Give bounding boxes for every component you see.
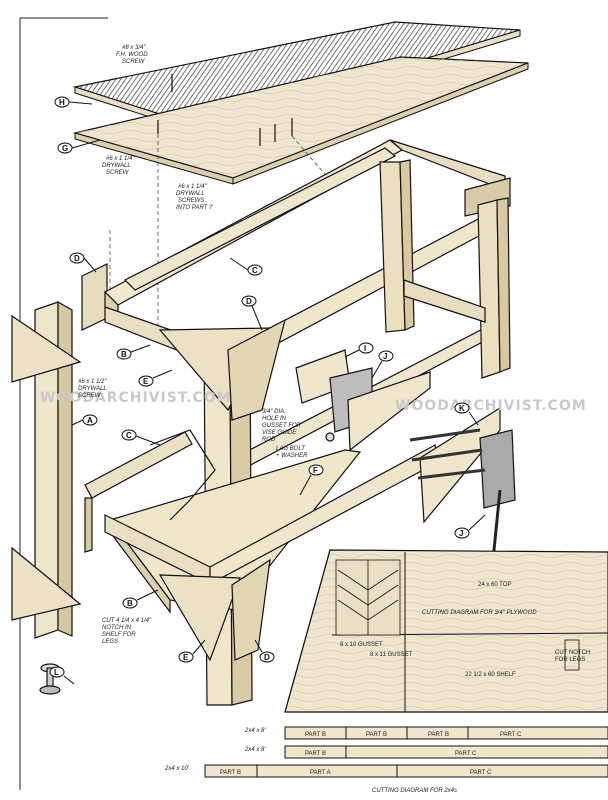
annotations: #8 x 3/4" F.H. WOOD SCREW #6 x 1 1/4" DR… bbox=[78, 45, 308, 645]
svg-text:D: D bbox=[74, 254, 80, 263]
board1-part-1: PART B bbox=[305, 732, 326, 738]
callout-c1: C bbox=[229, 257, 263, 276]
svg-text:24 x 60 TOP: 24 x 60 TOP bbox=[478, 582, 511, 588]
svg-text:SCREWS: SCREWS bbox=[178, 198, 204, 204]
svg-text:D: D bbox=[246, 297, 252, 306]
svg-text:8 x 10 GUSSET: 8 x 10 GUSSET bbox=[340, 642, 383, 648]
callout-d1: D bbox=[69, 252, 97, 273]
svg-text:INTO PART 'I': INTO PART 'I' bbox=[176, 205, 214, 211]
svg-text:ROD: ROD bbox=[262, 437, 276, 443]
svg-text:B: B bbox=[127, 599, 133, 608]
svg-text:C: C bbox=[126, 431, 132, 440]
svg-text:J: J bbox=[459, 529, 463, 538]
svg-text:A: A bbox=[87, 416, 93, 425]
callout-h: H bbox=[54, 96, 93, 108]
svg-text:VISE GUIDE: VISE GUIDE bbox=[262, 430, 297, 436]
callout-f: F bbox=[299, 464, 324, 496]
board1-part-4: PART C bbox=[500, 732, 522, 738]
lower-rails bbox=[84, 431, 439, 662]
exploded-leg bbox=[11, 300, 82, 639]
svg-text:FOR LEGS: FOR LEGS bbox=[555, 657, 585, 663]
svg-text:LAG BOLT: LAG BOLT bbox=[276, 446, 306, 452]
svg-text:DRYWALL: DRYWALL bbox=[102, 163, 131, 169]
watermark-left: WOODARCHIVIST.COM bbox=[40, 390, 232, 406]
svg-text:F: F bbox=[313, 466, 318, 475]
svg-text:#6 x 1 1/4": #6 x 1 1/4" bbox=[106, 156, 135, 162]
svg-text:2x4 x 8': 2x4 x 8' bbox=[244, 747, 266, 753]
plywood-cutting-diagram bbox=[284, 549, 608, 713]
callout-e1: E bbox=[138, 369, 173, 387]
svg-text:DRYWALL: DRYWALL bbox=[78, 386, 107, 392]
svg-text:CUTTING DIAGRAM FOR 3/4" PLYWO: CUTTING DIAGRAM FOR 3/4" PLYWOOD bbox=[422, 610, 537, 616]
svg-text:SCREW: SCREW bbox=[78, 393, 102, 399]
callout-e2: E bbox=[178, 639, 206, 663]
svg-text:D: D bbox=[264, 653, 270, 662]
svg-text:SHELF FOR: SHELF FOR bbox=[102, 632, 136, 638]
svg-text:CUT 4 1/4 x 4 1/4": CUT 4 1/4 x 4 1/4" bbox=[102, 618, 152, 624]
board3-part-3: PART C bbox=[470, 770, 492, 776]
board1-part-3: PART B bbox=[428, 732, 449, 738]
board1-part-2: PART B bbox=[366, 732, 387, 738]
callout-b1: B bbox=[116, 344, 151, 360]
svg-text:#6 x 1 1/2": #6 x 1 1/2" bbox=[78, 379, 107, 385]
watermark-right: WOODARCHIVIST.COM bbox=[395, 398, 587, 414]
callout-a: A bbox=[71, 414, 98, 426]
board3-part-1: PART B bbox=[220, 770, 241, 776]
callouts: H G D C D B E A C I J K F J B E D L bbox=[49, 96, 486, 685]
svg-text:DRYWALL: DRYWALL bbox=[176, 191, 205, 197]
leveling-foot bbox=[39, 663, 61, 695]
svg-text:2x4 x 8': 2x4 x 8' bbox=[244, 728, 266, 734]
shelf bbox=[109, 429, 362, 614]
callout-j1: J bbox=[371, 350, 394, 379]
svg-text:2x4 x 10': 2x4 x 10' bbox=[164, 766, 190, 772]
board3-part-2: PART A bbox=[310, 770, 331, 776]
base-frame bbox=[81, 139, 511, 706]
vise-assembly bbox=[295, 349, 516, 561]
svg-text:NOTCH IN: NOTCH IN bbox=[102, 625, 132, 631]
callout-d2: D bbox=[241, 295, 263, 331]
svg-text:SCREW: SCREW bbox=[106, 170, 130, 176]
plywood-cutting-labels: 24 x 60 TOP CUTTING DIAGRAM FOR 3/4" PLY… bbox=[340, 582, 590, 678]
svg-text:SCREW: SCREW bbox=[122, 59, 146, 65]
plywood-top bbox=[72, 56, 529, 185]
svg-text:#6 x 1 1/4": #6 x 1 1/4" bbox=[178, 184, 207, 190]
svg-text:E: E bbox=[183, 653, 189, 662]
callout-g: G bbox=[57, 139, 101, 154]
svg-text:B: B bbox=[121, 350, 127, 359]
svg-text:I: I bbox=[364, 344, 366, 353]
callout-c2: C bbox=[121, 429, 161, 446]
svg-text:G: G bbox=[62, 144, 68, 153]
callout-l: L bbox=[49, 666, 75, 685]
svg-text:#8 x 3/4": #8 x 3/4" bbox=[122, 45, 146, 51]
svg-text:3/4" DIA.: 3/4" DIA. bbox=[262, 409, 286, 415]
2x4-cutting-diagram bbox=[204, 726, 608, 778]
2x4-cutting-labels: 2x4 x 8' 2x4 x 8' 2x4 x 10' PART B PART … bbox=[164, 728, 522, 794]
svg-text:E: E bbox=[143, 377, 149, 386]
callout-k: K bbox=[454, 402, 479, 426]
svg-text:F.H. WOOD: F.H. WOOD bbox=[116, 52, 148, 58]
callout-b2: B bbox=[122, 589, 159, 609]
callout-d3: D bbox=[254, 639, 275, 663]
callout-j2: J bbox=[454, 514, 486, 539]
svg-text:CUT NOTCH: CUT NOTCH bbox=[555, 650, 590, 656]
screw-icon bbox=[157, 74, 293, 146]
svg-text:22 1/2 x 60 SHELF: 22 1/2 x 60 SHELF bbox=[465, 672, 516, 678]
svg-text:+ WASHER: + WASHER bbox=[276, 453, 308, 459]
svg-text:L: L bbox=[54, 668, 59, 677]
board2-part-2: PART C bbox=[455, 751, 477, 757]
callout-i: I bbox=[344, 342, 374, 358]
svg-text:H: H bbox=[59, 98, 65, 107]
board2-part-1: PART B bbox=[305, 751, 326, 757]
svg-text:K: K bbox=[459, 404, 465, 413]
svg-text:LEGS: LEGS bbox=[102, 639, 118, 645]
svg-text:CUTTING DIAGRAM FOR 2x4s: CUTTING DIAGRAM FOR 2x4s bbox=[372, 788, 457, 794]
svg-text:8 x 11 GUSSET: 8 x 11 GUSSET bbox=[370, 652, 413, 658]
svg-text:HOLE IN: HOLE IN bbox=[262, 416, 287, 422]
svg-text:C: C bbox=[252, 266, 258, 275]
svg-text:J: J bbox=[383, 352, 387, 361]
svg-text:GUSSET FOR: GUSSET FOR bbox=[262, 423, 302, 429]
